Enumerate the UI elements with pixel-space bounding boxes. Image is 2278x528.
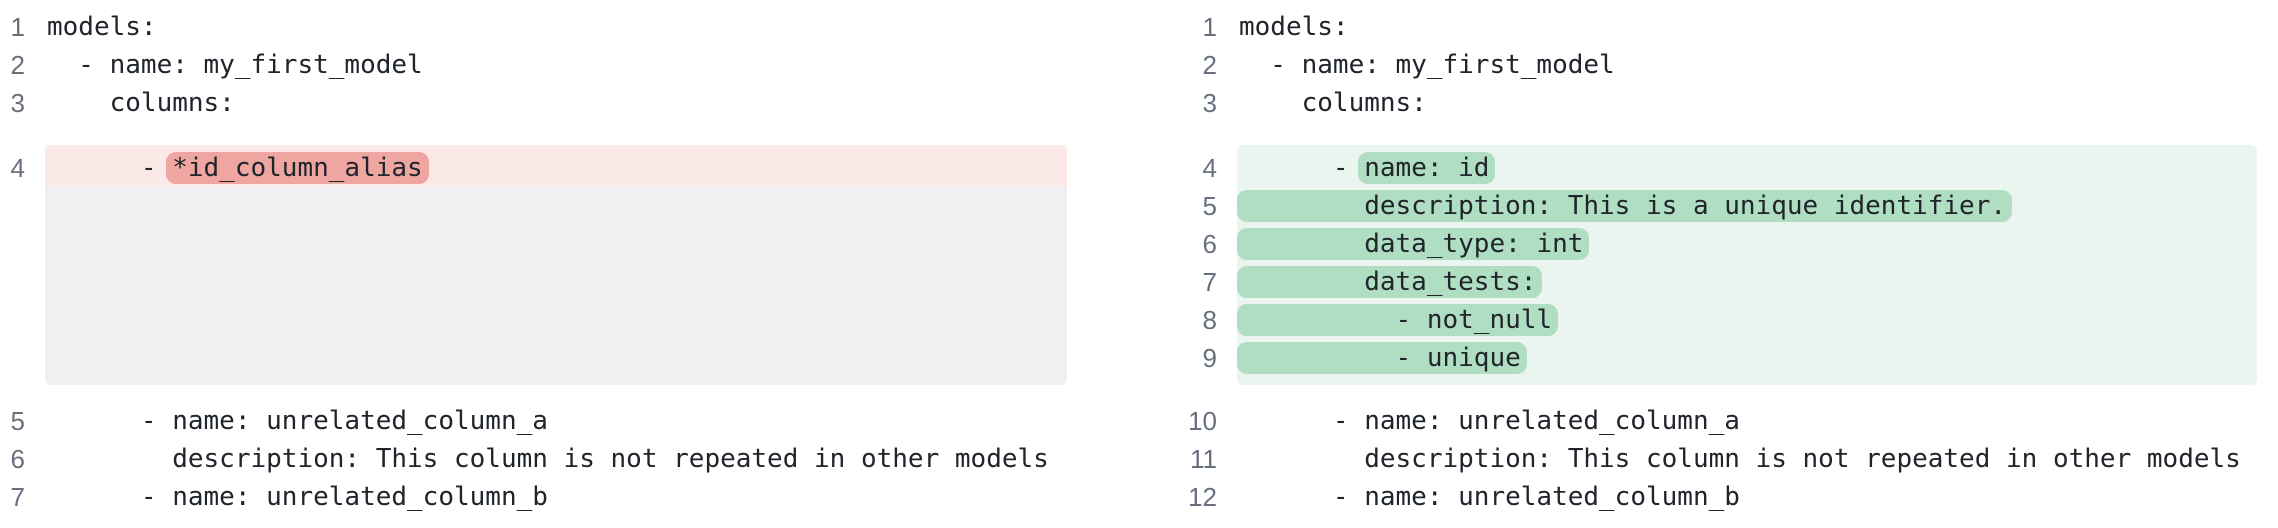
- code-line: 12 - name: unrelated_column_b: [1179, 478, 2278, 516]
- code-text: data_tests:: [1237, 263, 1543, 301]
- diff-token-highlight: *id_column_alias: [166, 152, 429, 184]
- diff-token-highlight: - not_null: [1237, 304, 1559, 336]
- line-number: 4: [1202, 153, 1217, 183]
- code-line: 4 - name: id: [1179, 149, 2278, 187]
- code-text: - name: my_first_model: [1239, 50, 1615, 80]
- collapsed-lines-filler: [45, 187, 1067, 385]
- code-text: models:: [1239, 12, 1349, 42]
- code-text: description: This column is not repeated…: [1239, 444, 2241, 474]
- code-line: 4 - *id_column_alias: [0, 149, 1067, 187]
- code-text: data_type: int: [1237, 225, 1590, 263]
- code-text: - unique: [1237, 339, 1527, 377]
- line-number: 11: [1190, 444, 1217, 474]
- line-number: 6: [1202, 229, 1217, 259]
- code-line: 1 models:: [0, 8, 1067, 46]
- line-number: 7: [10, 482, 25, 512]
- line-number: 4: [10, 153, 25, 183]
- code-line: 7 data_tests:: [1179, 263, 2278, 301]
- code-line: 9 - unique: [1179, 339, 2278, 377]
- code-text: models:: [47, 12, 157, 42]
- code-line: 10 - name: unrelated_column_a: [1179, 402, 2278, 440]
- line-number: 8: [1202, 305, 1217, 335]
- line-number: 2: [1202, 50, 1217, 80]
- code-text: - name: unrelated_column_a: [1239, 406, 1740, 436]
- code-line: 5 description: This is a unique identifi…: [1179, 187, 2278, 225]
- line-number: 5: [1202, 191, 1217, 221]
- code-line: 3 columns:: [0, 84, 1067, 122]
- code-line: 2 - name: my_first_model: [0, 46, 1067, 84]
- code-text: - not_null: [1237, 301, 1559, 339]
- code-text: - name: id: [1239, 149, 1496, 187]
- line-number: 3: [1202, 88, 1217, 118]
- code-line: 8 - not_null: [1179, 301, 2278, 339]
- code-line: 6 description: This column is not repeat…: [0, 440, 1067, 478]
- line-number: 5: [10, 406, 25, 436]
- removed-change-block: 4 - *id_column_alias: [0, 145, 1067, 385]
- line-number: 7: [1202, 267, 1217, 297]
- code-text: - name: unrelated_column_b: [47, 482, 548, 512]
- code-text: columns:: [47, 88, 235, 118]
- diff-token-highlight: name: id: [1358, 152, 1496, 184]
- line-number: 2: [10, 50, 25, 80]
- diff-token-highlight: - unique: [1237, 342, 1527, 374]
- removed-block-background: [45, 145, 1067, 385]
- code-line: 6 data_type: int: [1179, 225, 2278, 263]
- line-number: 9: [1202, 343, 1217, 373]
- code-line: 1 models:: [1179, 8, 2278, 46]
- line-number: 12: [1188, 482, 1217, 512]
- code-line: 3 columns:: [1179, 84, 2278, 122]
- code-line: 2 - name: my_first_model: [1179, 46, 2278, 84]
- code-line: 5 - name: unrelated_column_a: [0, 402, 1067, 440]
- code-line: 7 - name: unrelated_column_b: [0, 478, 1067, 516]
- code-text: - *id_column_alias: [47, 149, 429, 187]
- line-number: 1: [10, 12, 25, 42]
- code-text: - name: unrelated_column_a: [47, 406, 548, 436]
- diff-token-highlight: description: This is a unique identifier…: [1237, 190, 2013, 222]
- code-text: - name: unrelated_column_b: [1239, 482, 1740, 512]
- code-text: description: This is a unique identifier…: [1237, 187, 2013, 225]
- line-number: 10: [1188, 406, 1217, 436]
- line-number: 6: [10, 444, 25, 474]
- code-line: 11 description: This column is not repea…: [1179, 440, 2278, 478]
- code-text: - name: my_first_model: [47, 50, 423, 80]
- line-number: 1: [1202, 12, 1217, 42]
- diff-token-highlight: data_tests:: [1237, 266, 1543, 298]
- diff-token-highlight: data_type: int: [1237, 228, 1590, 260]
- line-number: 3: [10, 88, 25, 118]
- code-text: description: This column is not repeated…: [47, 444, 1049, 474]
- left-block-rows: 4 - *id_column_alias: [0, 145, 1067, 187]
- code-text: columns:: [1239, 88, 1427, 118]
